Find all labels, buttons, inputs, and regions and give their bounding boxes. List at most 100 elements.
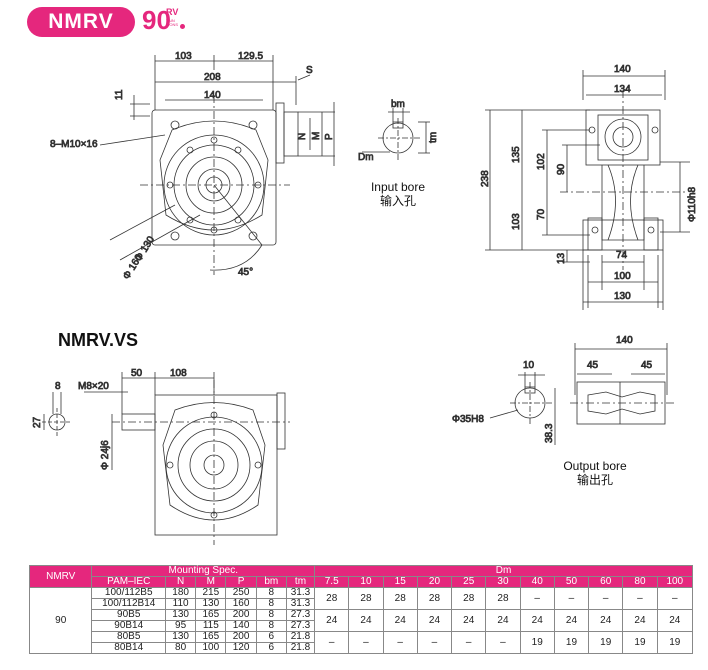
side-dim-102: 102 (536, 153, 547, 170)
dm-cell: 19 (656, 631, 694, 654)
cell: 200 (225, 609, 257, 621)
cell: 90B5 (91, 609, 166, 621)
cell: 130 (164, 631, 197, 643)
dm-cell: 28 (485, 587, 521, 610)
vs-dim-8: 8 (55, 381, 61, 392)
dm-cell: 24 (485, 609, 521, 632)
dm-cell: 24 (622, 609, 658, 632)
side-dim-140: 140 (614, 64, 631, 75)
dm-cell: 28 (348, 587, 384, 610)
side-dim-phi110: Φ110h8 (687, 187, 698, 222)
size-label: 90 (142, 5, 171, 35)
dm-cell: 28 (382, 587, 418, 610)
cell: 100/112B5 (91, 587, 166, 599)
dim-140: 140 (204, 90, 221, 101)
vs-view (42, 372, 290, 545)
spec-table: NMRV Mounting Spec. Dm PAM–IEC N M P bm … (28, 565, 694, 654)
dm-cell: – (314, 631, 350, 654)
sub-header-p: P (225, 576, 257, 588)
input-bore-label-en: Input bore (370, 180, 426, 194)
front-view (99, 55, 335, 275)
cell: 80 (164, 642, 197, 654)
output-bore-label-cn: 输出孔 (576, 473, 613, 487)
cell: 165 (195, 631, 227, 643)
cell: 140 (225, 620, 257, 632)
dm-col-50: 50 (553, 576, 590, 588)
output-dim-38-3: 38.3 (544, 423, 555, 443)
cell: 110 (164, 598, 197, 610)
vs-title: NMRV.VS (58, 330, 139, 350)
cell: 8 (255, 598, 287, 610)
side-dim-13: 13 (556, 252, 567, 264)
dm-cell: 19 (519, 631, 555, 654)
dm-cell: 24 (519, 609, 555, 632)
cell: 100/112B14 (91, 598, 166, 610)
vs-dim-m8x20: M8×20 (78, 381, 109, 392)
cell: 130 (195, 598, 227, 610)
side-dim-100: 100 (614, 271, 631, 282)
cell: 215 (195, 587, 227, 599)
cell: 31.3 (285, 598, 316, 610)
output-bore-drawing (489, 343, 675, 445)
model-badge: NMRV (27, 7, 135, 37)
cell: 90B14 (91, 620, 166, 632)
dim-M: M (311, 132, 322, 140)
dm-col-30: 30 (485, 576, 521, 588)
dm-col-40: 40 (519, 576, 555, 588)
dim-P: P (324, 133, 335, 140)
cell: 115 (195, 620, 227, 632)
side-dim-130: 130 (614, 291, 631, 302)
dm-col-60: 60 (588, 576, 624, 588)
cell: 6 (255, 631, 287, 643)
output-bore-caption: Output bore 输出孔 (550, 459, 640, 487)
output-dim-140: 140 (616, 335, 633, 346)
cell: 200 (225, 631, 257, 643)
dm-cell: 24 (382, 609, 418, 632)
cell: 100 (195, 642, 227, 654)
cell: 21.8 (285, 642, 316, 654)
vs-dim-phi24: Φ 24j6 (100, 440, 111, 470)
dm-cell: – (519, 587, 555, 610)
dm-col-7-5: 7.5 (314, 576, 350, 588)
cell: 27.3 (285, 609, 316, 621)
dm-cell: 28 (314, 587, 350, 610)
input-bore-drawing (362, 108, 430, 160)
dm-col-80: 80 (622, 576, 658, 588)
dm-cell: – (348, 631, 384, 654)
side-dim-70: 70 (536, 208, 547, 220)
output-dim-phi35: Φ35H8 (452, 414, 484, 425)
dm-cell: 24 (656, 609, 694, 632)
cell: 250 (225, 587, 257, 599)
dim-129-5: 129.5 (238, 51, 263, 62)
dim-phi160: Φ 160 (121, 252, 145, 281)
vs-dim-108: 108 (170, 368, 187, 379)
dm-cell: – (553, 587, 590, 610)
side-dim-90: 90 (556, 163, 567, 175)
dm-cell: – (451, 631, 487, 654)
dm-cell: 24 (588, 609, 624, 632)
dim-45deg: 45° (238, 267, 253, 278)
vs-dim-50: 50 (131, 368, 143, 379)
sub-header-bm: bm (255, 576, 287, 588)
side-dim-74: 74 (616, 250, 628, 261)
dm-cell: – (656, 587, 694, 610)
brand-dot-icon (180, 24, 185, 29)
cell: 95 (164, 620, 197, 632)
cell: 27.3 (285, 620, 316, 632)
technical-drawing: 103 129.5 208 140 11 8–M10×16 S N M P Φ … (32, 51, 698, 545)
dm-cell: – (382, 631, 418, 654)
dm-cell: 24 (553, 609, 590, 632)
dim-S: S (306, 65, 313, 76)
cell: 160 (225, 598, 257, 610)
sub-header-n: N (164, 576, 197, 588)
cell: 180 (164, 587, 197, 599)
input-bore-bm: bm (391, 99, 405, 110)
cell: 80B14 (91, 642, 166, 654)
dm-col-25: 25 (451, 576, 487, 588)
output-dim-45-left: 45 (587, 360, 599, 371)
col-model-header: NMRV (28, 565, 93, 588)
